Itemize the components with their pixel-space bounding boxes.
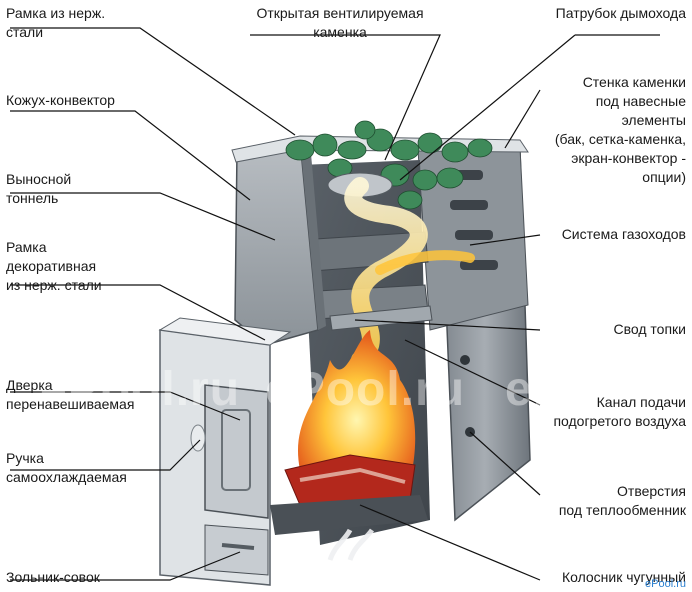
ash-drawer	[204, 524, 269, 576]
door-inset	[221, 409, 251, 491]
heat-exchanger-hole	[460, 355, 470, 365]
label-flue-pipe: Патрубок дымохода	[555, 5, 686, 21]
wall-slot	[450, 200, 488, 210]
stove-door	[204, 384, 269, 519]
leader-lines	[10, 27, 660, 581]
door-handle	[190, 424, 206, 452]
heater-stones	[285, 120, 493, 210]
label-ash-drawer: Зольник-совок	[6, 569, 100, 585]
label-frame-steel: Рамка из нерж.стали	[6, 5, 106, 40]
watermark: ePool.ru	[265, 363, 466, 416]
label-casing-convector: Кожух-конвектор	[6, 92, 115, 108]
embers	[284, 454, 416, 506]
fire	[297, 330, 416, 480]
wall-slot	[455, 230, 493, 240]
label-firebox-vault: Свод топки	[613, 321, 687, 337]
firebox-vault	[329, 305, 433, 331]
label-grate: Колосник чугунный	[561, 569, 686, 585]
watermark: ePool.ru	[40, 363, 241, 416]
label-gas-duct-system: Система газоходов	[561, 226, 686, 242]
watermark: ePool.ru	[505, 363, 692, 416]
grate	[270, 495, 428, 535]
credit-watermark: ePool.ru	[645, 578, 686, 590]
